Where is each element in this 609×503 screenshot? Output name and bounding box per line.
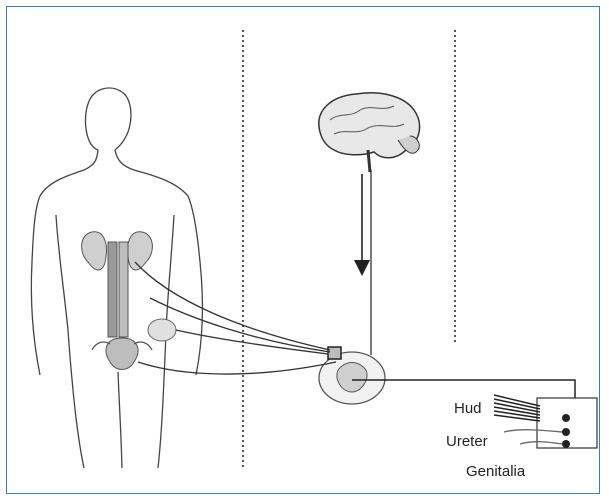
afferent-nerve-line (352, 380, 575, 398)
brain-illustration (319, 93, 420, 172)
pelvic-ganglion (148, 319, 176, 341)
sympathetic-ganglion (328, 347, 341, 359)
label-ureter: Ureter (446, 433, 488, 450)
label-genitalia: Genitalia (466, 463, 526, 480)
label-hud: Hud (454, 400, 482, 417)
kidneys-organ (82, 232, 153, 337)
spinal-cord-section (319, 352, 385, 404)
skin-fibers (494, 395, 540, 421)
bladder-organ (92, 338, 152, 370)
peripheral-inputs-box (537, 398, 597, 448)
